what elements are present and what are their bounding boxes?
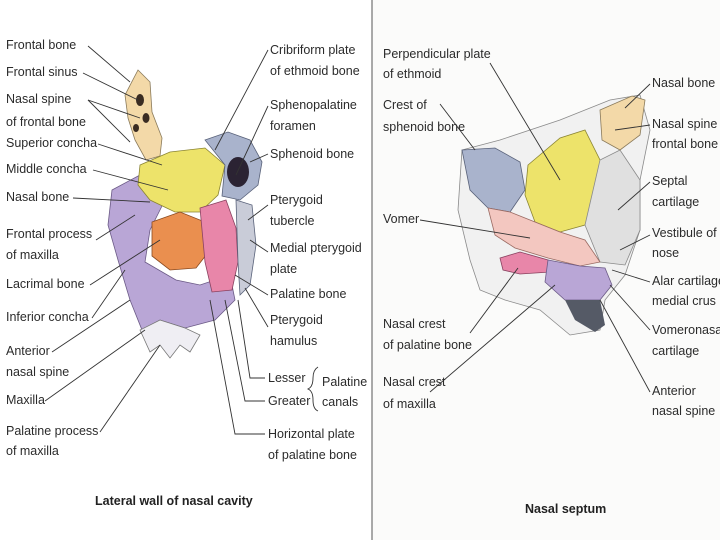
nasal-septum-drawing	[458, 95, 650, 335]
label-pterygoid-hamulus-line2: hamulus	[270, 334, 317, 350]
pterygoid-plate-region	[236, 200, 256, 295]
label-greater: Greater	[268, 394, 310, 410]
label-palatine-process-line1: Palatine process	[6, 424, 98, 440]
right-panel-caption: Nasal septum	[525, 502, 606, 516]
label-vestibule-line2: nose	[652, 246, 679, 262]
label-crest-sphenoid-line1: Crest of	[383, 98, 427, 114]
label-septum-anterior-spine-line2: nasal spine	[652, 404, 715, 420]
label-alar-cartilage-line2: medial crus	[652, 294, 716, 310]
label-vomeronasal-line1: Vomeronasal	[652, 323, 720, 339]
label-anterior-nasal-spine-line2: nasal spine	[6, 365, 69, 381]
label-lacrimal-bone: Lacrimal bone	[6, 277, 85, 293]
label-sphenopalatine-line2: foramen	[270, 119, 316, 135]
label-lesser: Lesser	[268, 371, 306, 387]
label-septum-nasal-spine-line2: frontal bone	[652, 137, 718, 153]
label-medial-pterygoid-line1: Medial pterygoid	[270, 241, 362, 257]
label-crest-sphenoid-line2: sphenoid bone	[383, 120, 465, 136]
label-inferior-concha: Inferior concha	[6, 310, 89, 326]
label-maxilla: Maxilla	[6, 393, 45, 409]
label-palatine-canals-line1: Palatine	[322, 375, 367, 391]
label-anterior-nasal-spine-line1: Anterior	[6, 344, 50, 360]
label-pterygoid-hamulus-line1: Pterygoid	[270, 313, 323, 329]
label-palatine-bone: Palatine bone	[270, 287, 346, 303]
palatine-region	[200, 200, 238, 292]
label-nasal-crest-palatine-line2: of palatine bone	[383, 338, 472, 354]
label-superior-concha: Superior concha	[6, 136, 97, 152]
label-vomeronasal-line2: cartilage	[652, 344, 699, 360]
label-frontal-process-line2: of maxilla	[6, 248, 59, 264]
label-nasal-spine-frontal-line1: Nasal spine	[6, 92, 71, 108]
label-nasal-crest-maxilla-line2: of maxilla	[383, 397, 436, 413]
label-vomer: Vomer	[383, 212, 419, 228]
label-septal-cartilage-line1: Septal	[652, 174, 687, 190]
label-pterygoid-tubercle-line2: tubercle	[270, 214, 314, 230]
label-palatine-process-line2: of maxilla	[6, 444, 59, 460]
label-septum-anterior-spine-line1: Anterior	[652, 384, 696, 400]
frontal-sinus-shading	[133, 124, 139, 132]
label-septal-cartilage-line2: cartilage	[652, 195, 699, 211]
sphenoid-sinus-shading	[227, 157, 249, 187]
label-pterygoid-tubercle-line1: Pterygoid	[270, 193, 323, 209]
label-horizontal-plate-line2: of palatine bone	[268, 448, 357, 464]
label-frontal-bone: Frontal bone	[6, 38, 76, 54]
label-nasal-crest-palatine-line1: Nasal crest	[383, 317, 446, 333]
label-perpendicular-plate-line2: of ethmoid	[383, 67, 441, 83]
label-septum-nasal-bone: Nasal bone	[652, 76, 715, 92]
label-cribriform-line2: of ethmoid bone	[270, 64, 360, 80]
frontal-sinus-shading	[143, 113, 150, 123]
label-alar-cartilage-line1: Alar cartilage	[652, 274, 720, 290]
label-nasal-bone: Nasal bone	[6, 190, 69, 206]
label-septum-nasal-spine-line1: Nasal spine of	[652, 117, 720, 133]
label-nasal-crest-maxilla-line1: Nasal crest	[383, 375, 446, 391]
label-middle-concha: Middle concha	[6, 162, 87, 178]
label-cribriform-line1: Cribriform plate	[270, 43, 355, 59]
label-palatine-canals-line2: canals	[322, 395, 358, 411]
lateral-wall-drawing	[108, 70, 262, 358]
label-frontal-sinus: Frontal sinus	[6, 65, 78, 81]
left-panel-caption: Lateral wall of nasal cavity	[95, 494, 253, 508]
label-medial-pterygoid-line2: plate	[270, 262, 297, 278]
label-sphenopalatine-line1: Sphenopalatine	[270, 98, 357, 114]
label-horizontal-plate-line1: Horizontal plate	[268, 427, 355, 443]
label-perpendicular-plate-line1: Perpendicular plate	[383, 47, 491, 63]
label-nasal-spine-frontal-line2: of frontal bone	[6, 115, 86, 131]
label-sphenoid-bone: Sphenoid bone	[270, 147, 354, 163]
label-frontal-process-line1: Frontal process	[6, 227, 92, 243]
label-vestibule-line1: Vestibule of	[652, 226, 717, 242]
